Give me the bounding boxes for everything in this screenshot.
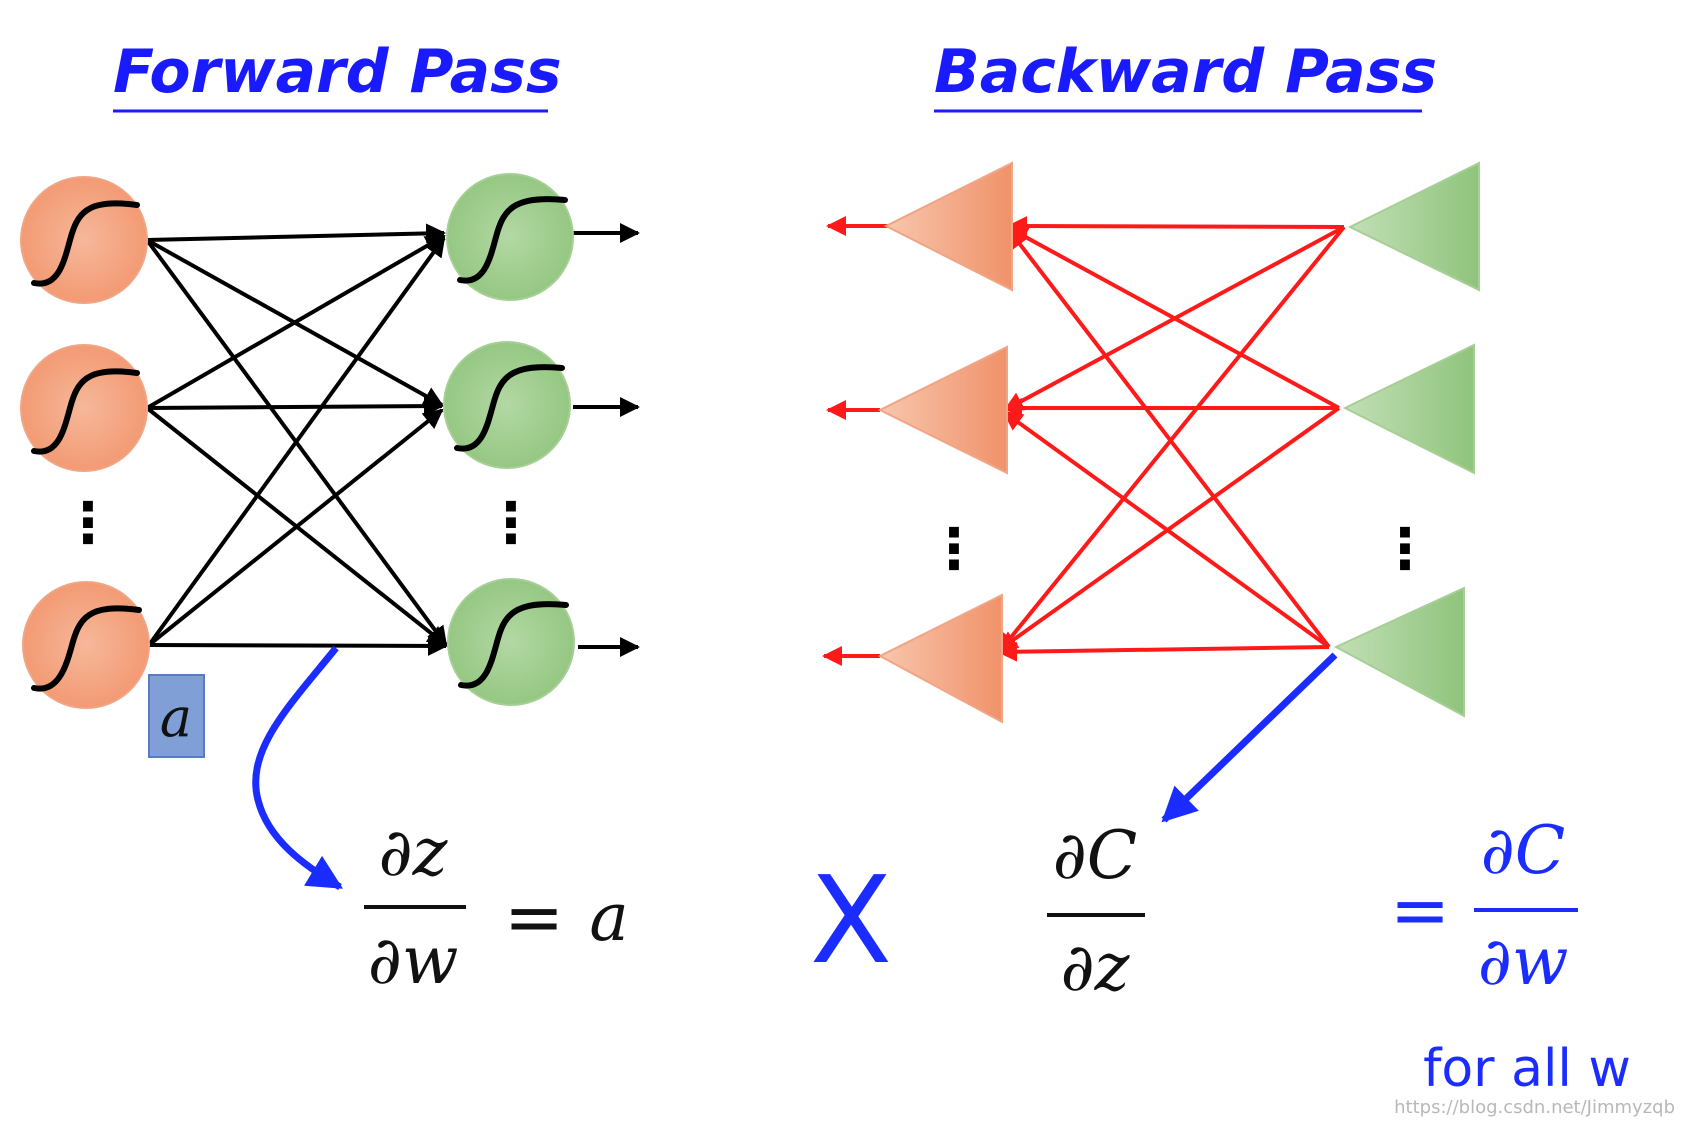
vertical-ellipsis: ⋮ — [1377, 517, 1433, 582]
formula-rhs: a — [589, 879, 628, 956]
triangle-node-icon — [877, 593, 1003, 724]
backward-edge — [1007, 216, 1345, 237]
watermark: https://blog.csdn.net/Jimmyzqb — [1394, 1097, 1675, 1118]
formula-denominator: ∂z — [1061, 929, 1131, 1006]
sigmoid-neuron-icon — [20, 176, 148, 304]
backward-edge — [1007, 226, 1340, 410]
backward-edge — [1007, 228, 1331, 649]
sigmoid-neuron-icon — [447, 578, 575, 706]
forward-pass-title: Forward Pass — [113, 37, 562, 107]
backward-pass-title: Backward Pass — [934, 37, 1437, 107]
formula-numerator: ∂C — [1053, 817, 1138, 894]
straight-arrow — [1161, 652, 1338, 823]
forward-edge — [146, 396, 444, 417]
forward-edges — [145, 223, 640, 657]
forward-edge — [148, 635, 448, 656]
vertical-ellipsis: ⋮ — [483, 491, 539, 556]
result-numerator: ∂C — [1481, 812, 1566, 889]
backward-edges — [822, 216, 1346, 666]
sigmoid-neuron-icon — [446, 173, 574, 301]
a-label-box — [148, 674, 205, 758]
multiply-symbol: X — [810, 852, 892, 991]
equals-sign: = — [504, 875, 564, 959]
sigmoid-neuron-icon — [22, 581, 150, 709]
sigmoid-neuron-icon — [443, 341, 571, 469]
triangle-node-icon — [1342, 343, 1475, 475]
a-label: a — [160, 686, 192, 749]
curved-arrow — [252, 645, 344, 891]
forward-edge — [147, 236, 446, 647]
backward-edge — [997, 641, 1330, 662]
formula-denominator: ∂w — [368, 922, 459, 999]
result-equals-sign: = — [1390, 868, 1450, 952]
result-denominator: ∂w — [1478, 923, 1569, 1000]
triangle-node-icon — [1333, 586, 1465, 718]
forward-edge — [145, 234, 446, 410]
backward-edge — [1002, 410, 1331, 649]
triangle-node-icon — [883, 161, 1013, 292]
triangle-node-icon — [877, 345, 1008, 475]
vertical-ellipsis: ⋮ — [926, 517, 982, 582]
forward-edge — [146, 223, 446, 244]
formula-numerator: ∂z — [379, 814, 449, 891]
for-all-w-note: for all w — [1423, 1039, 1631, 1099]
vertical-ellipsis: ⋮ — [60, 491, 116, 556]
forward-edge — [147, 408, 444, 647]
triangle-node-icon — [1347, 161, 1480, 292]
sigmoid-neuron-icon — [20, 344, 148, 472]
